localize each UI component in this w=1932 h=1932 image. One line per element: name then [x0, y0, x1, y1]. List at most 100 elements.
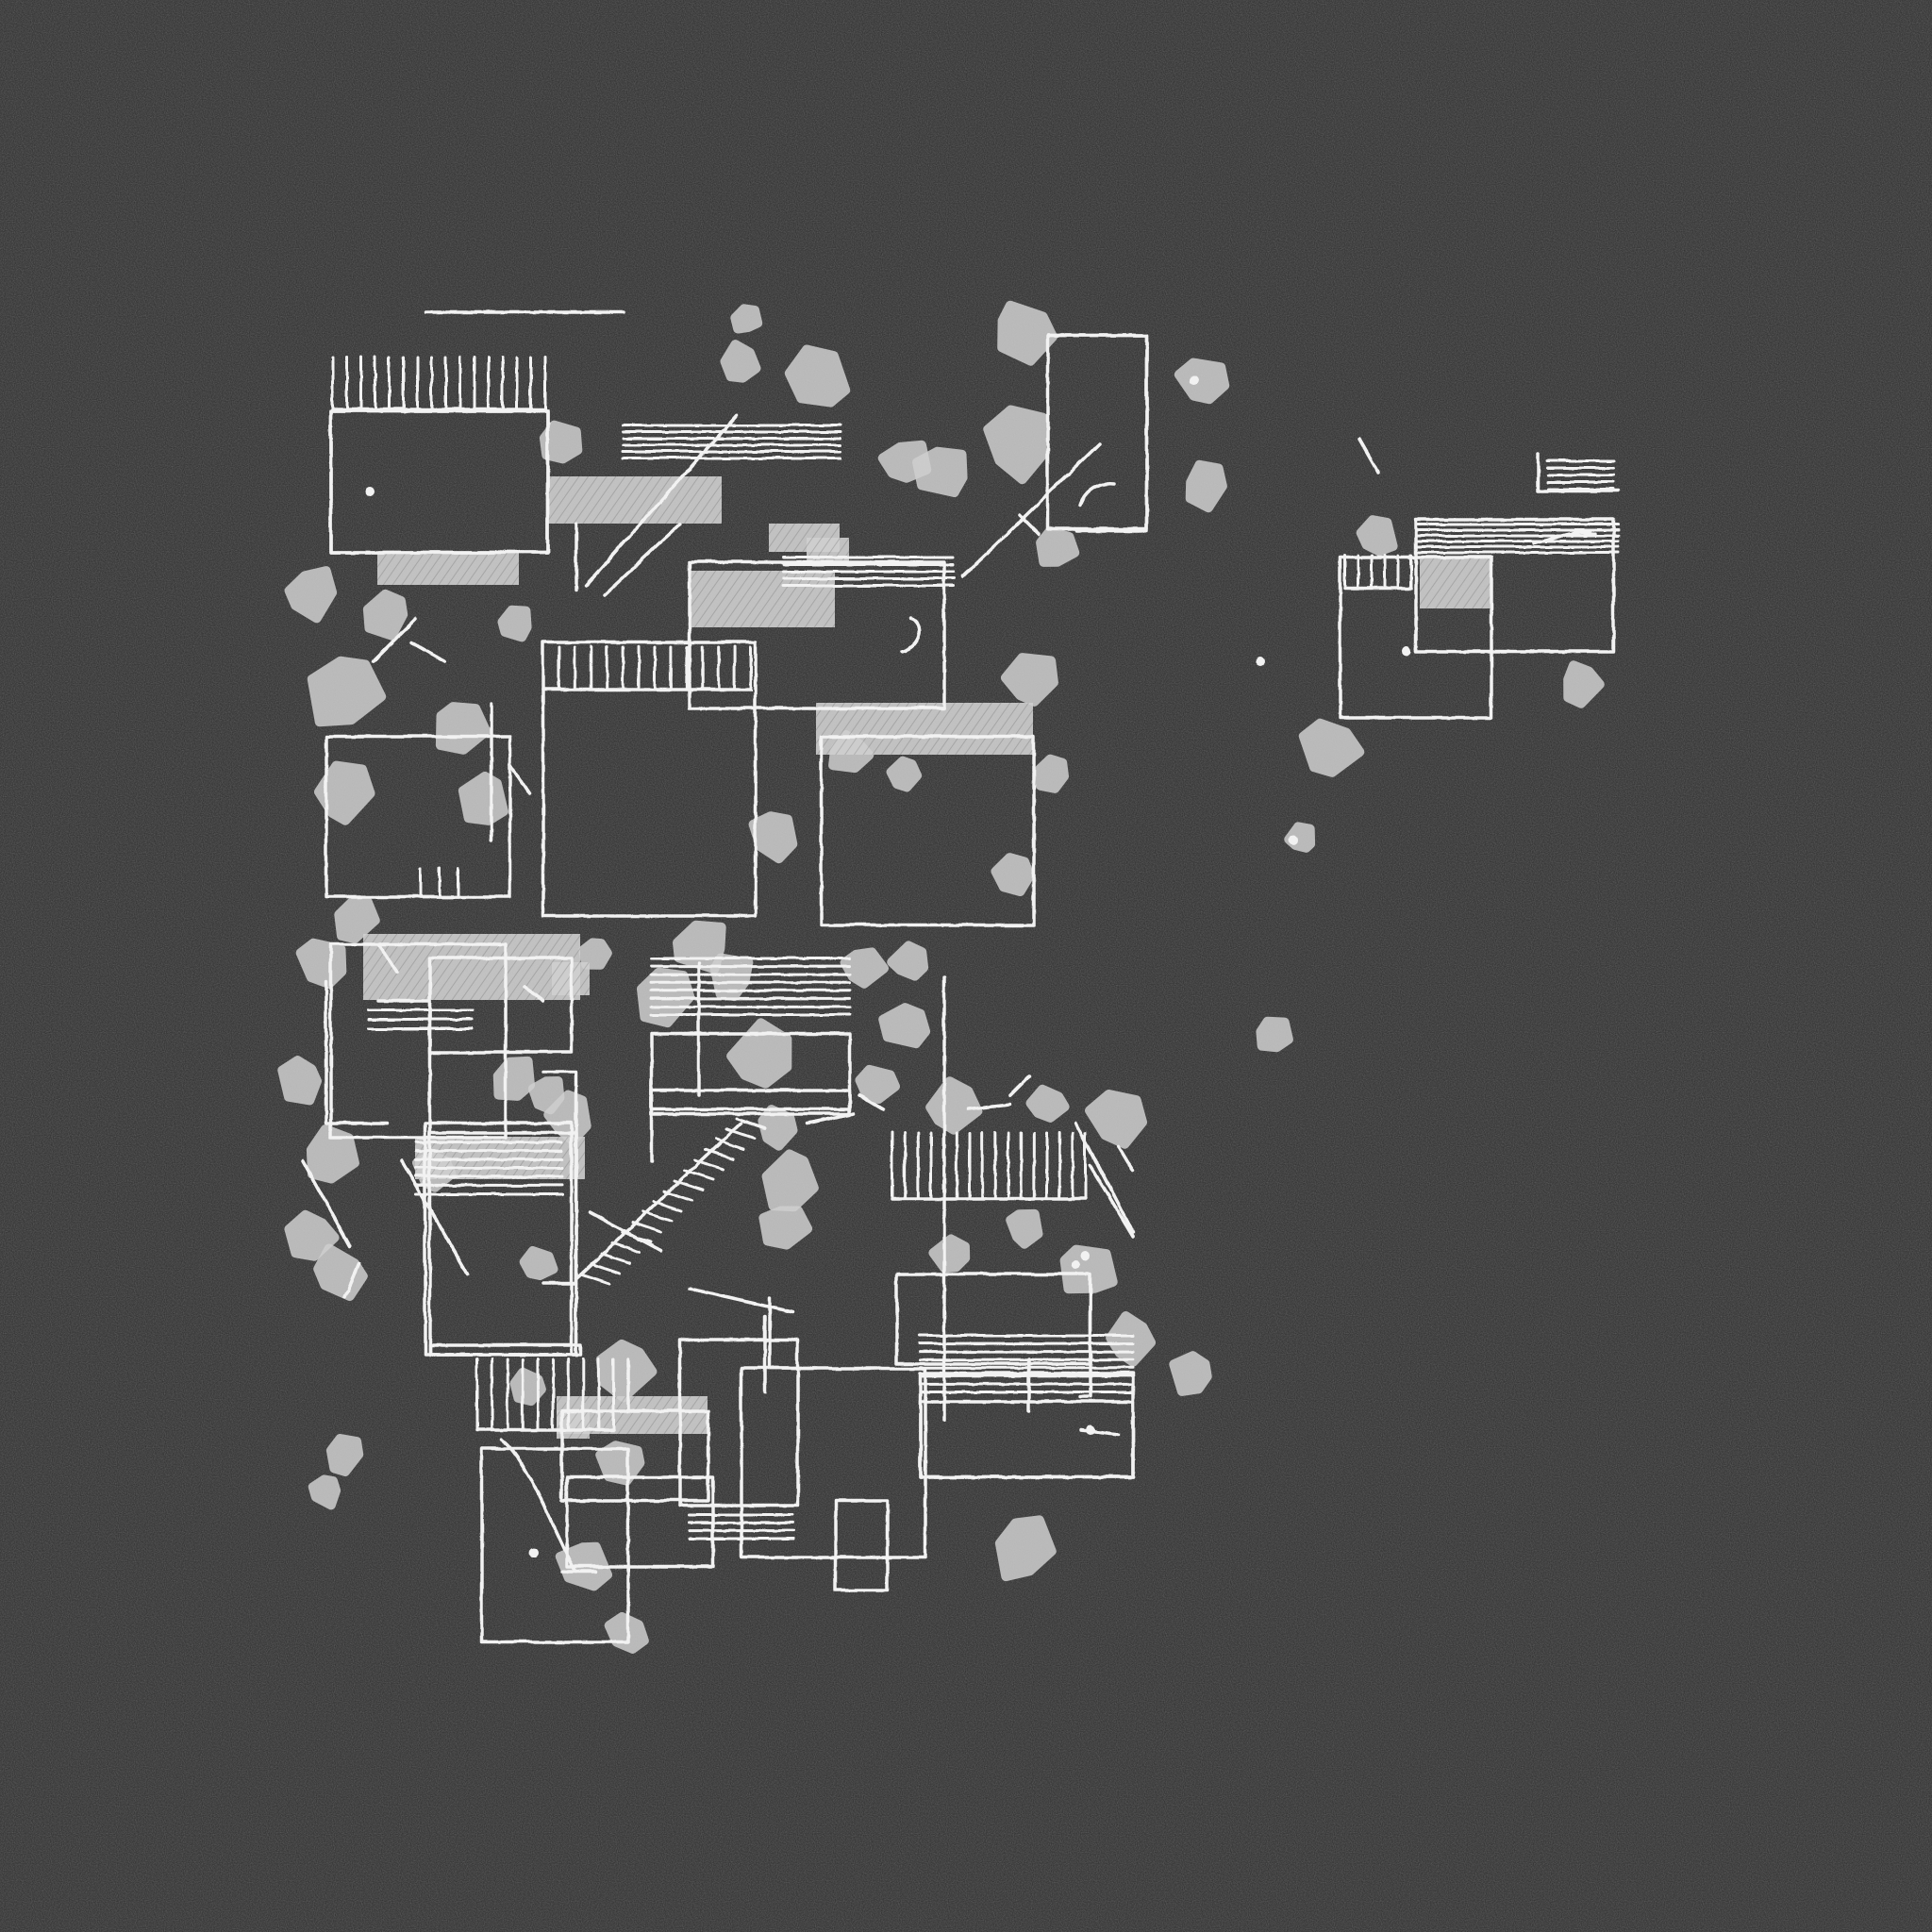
- comb-pattern: [366, 1008, 474, 1030]
- sketch-line: [1017, 512, 1040, 535]
- comb-pattern: [1413, 522, 1620, 554]
- outline-rect: [559, 1408, 709, 1502]
- small-dot: [1255, 656, 1264, 665]
- small-dot: [1071, 1259, 1080, 1269]
- sketch-line: [602, 522, 681, 596]
- comb-pattern: [541, 644, 752, 691]
- comb-pattern: [475, 1357, 615, 1431]
- comb-pattern: [649, 956, 851, 1016]
- ladder-rung: [609, 1241, 641, 1254]
- comb-pattern: [330, 355, 546, 410]
- gray-blob: [1059, 1244, 1118, 1294]
- comb-pattern: [1545, 458, 1615, 491]
- gray-blob: [983, 405, 1048, 485]
- diagonal-ladder: [574, 1116, 766, 1285]
- small-dot: [1085, 1424, 1094, 1434]
- comb-pattern: [918, 1333, 1134, 1393]
- gray-blob: [1185, 459, 1227, 513]
- comb-pattern: [1342, 553, 1412, 590]
- small-dot: [1288, 835, 1297, 844]
- sketch-line: [522, 984, 544, 1002]
- gray-blob: [307, 656, 387, 727]
- outline-rect: [677, 1338, 799, 1507]
- small-dot: [1401, 646, 1410, 656]
- ladder-rung: [734, 1116, 766, 1129]
- gray-blob: [458, 771, 508, 825]
- ladder-rung: [620, 1230, 652, 1243]
- gray-blob: [314, 760, 375, 825]
- gray-blob: [435, 702, 491, 755]
- sketch-line: [1088, 1163, 1134, 1238]
- gray-blob: [1256, 1016, 1293, 1053]
- ladder-rung: [589, 1261, 621, 1274]
- sketch-line: [960, 441, 1101, 577]
- gray-blob: [887, 941, 929, 981]
- outline-rect: [1413, 517, 1615, 653]
- gray-blob: [492, 1056, 535, 1101]
- sketch-line: [805, 1111, 856, 1124]
- gray-blob: [997, 300, 1058, 366]
- gray-blob: [1106, 1311, 1156, 1367]
- gray-blob: [840, 947, 889, 989]
- gray-blob: [1298, 718, 1365, 777]
- outline-rect: [649, 1031, 851, 1115]
- sketch-line: [1078, 1281, 1091, 1398]
- sketch-line: [371, 616, 417, 662]
- gray-blob: [1174, 358, 1230, 405]
- sketch-line: [1008, 1074, 1030, 1096]
- gray-blob: [928, 1234, 971, 1274]
- gray-blob: [720, 340, 761, 383]
- outline-rect: [541, 640, 757, 917]
- hatched-band: [377, 552, 519, 585]
- outline-rect: [918, 1371, 1134, 1478]
- comb-pattern: [781, 555, 955, 587]
- gray-blob: [578, 938, 612, 970]
- gray-blob: [784, 344, 851, 408]
- sketch-line: [508, 762, 530, 794]
- outline-rect: [423, 1121, 573, 1356]
- gray-blob: [295, 938, 347, 989]
- gray-blob: [758, 1105, 798, 1151]
- gray-blob: [277, 1056, 322, 1106]
- hatched-band: [547, 476, 722, 524]
- gray-blob: [325, 1434, 364, 1476]
- outline-rect: [739, 1366, 926, 1558]
- comb-pattern: [687, 1512, 794, 1540]
- sketch-line: [375, 998, 431, 1143]
- gray-blob: [1563, 660, 1605, 708]
- outline-rect: [819, 734, 1035, 926]
- small-dot: [365, 486, 375, 495]
- gray-blob: [284, 566, 338, 624]
- sketch-line: [541, 1069, 577, 1356]
- gray-blob: [1356, 515, 1398, 557]
- ladder-rung: [578, 1272, 610, 1285]
- gray-blob: [362, 589, 408, 641]
- outline-rect: [833, 1498, 889, 1591]
- small-dot: [1189, 375, 1198, 384]
- small-dot: [1080, 1250, 1090, 1259]
- sketch-line: [1078, 481, 1115, 507]
- gray-blob: [497, 605, 532, 642]
- gray-blob: [308, 1474, 341, 1510]
- sketch-line: [899, 616, 921, 653]
- ladder-rung: [599, 1251, 631, 1264]
- gray-blob: [1025, 1084, 1070, 1123]
- gray-blob: [1036, 525, 1080, 567]
- gray-blob: [284, 1209, 340, 1261]
- outline-rect: [324, 734, 511, 898]
- sketch-line: [375, 941, 398, 974]
- sketch-line: [1536, 451, 1620, 492]
- ladder-rung: [724, 1126, 756, 1140]
- gray-blob: [709, 953, 754, 1002]
- sketch-line: [498, 1437, 577, 1573]
- sketch-line: [342, 1262, 360, 1299]
- ladder-rail: [574, 1121, 742, 1280]
- gray-blob: [527, 1076, 565, 1115]
- sketch-line: [767, 1295, 818, 1370]
- hatched-band: [1420, 557, 1491, 608]
- outline-rect: [328, 941, 507, 1139]
- gray-blob: [334, 896, 380, 944]
- sketch-line: [1116, 1144, 1134, 1172]
- hatched-band: [816, 703, 1033, 755]
